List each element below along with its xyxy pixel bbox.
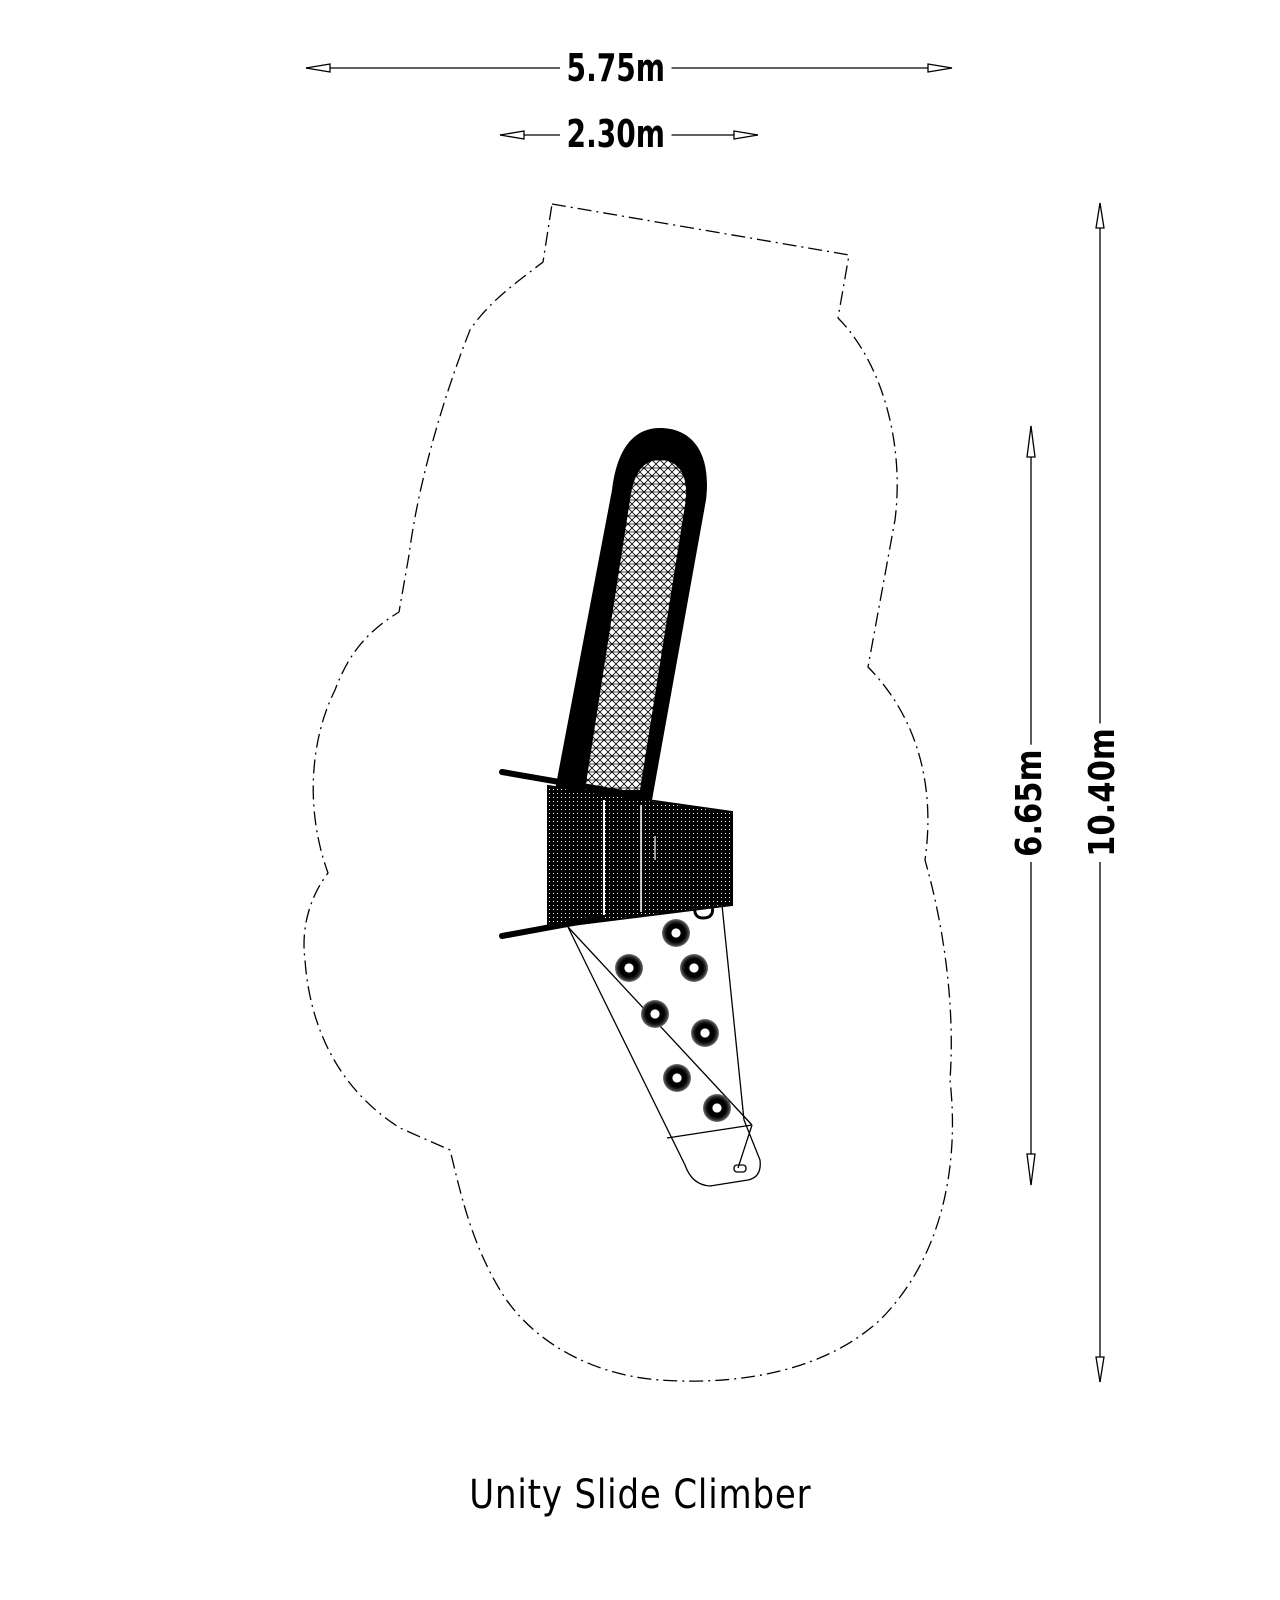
climbing-hold-icon (663, 1064, 691, 1092)
platform-rail-bottom (499, 915, 603, 939)
climbing-hold-icon (641, 1000, 669, 1028)
safety-zone-outline (303, 203, 954, 1382)
climbing-holds (615, 919, 731, 1122)
drawing-title: Unity Slide Climber (0, 1472, 1280, 1518)
dimension-height-total-label: 10.40m (1082, 723, 1123, 862)
platform-rail-top (499, 769, 643, 799)
tube-slide (555, 428, 707, 800)
drawing-title-text: Unity Slide Climber (468, 1472, 812, 1518)
dimension-width-inner-label: 2.30m (560, 112, 672, 156)
dimension-width-total-label: 5.75m (560, 46, 672, 90)
climbing-hold-icon (662, 919, 690, 947)
dimension-height-slide-label: 6.65m (1009, 744, 1050, 862)
climbing-hold-icon (691, 1019, 719, 1047)
climbing-wall (567, 904, 761, 1187)
climbing-hold-icon (703, 1094, 731, 1122)
climbing-hold-icon (615, 954, 643, 982)
platform (499, 769, 733, 939)
climbing-hold-icon (680, 954, 708, 982)
